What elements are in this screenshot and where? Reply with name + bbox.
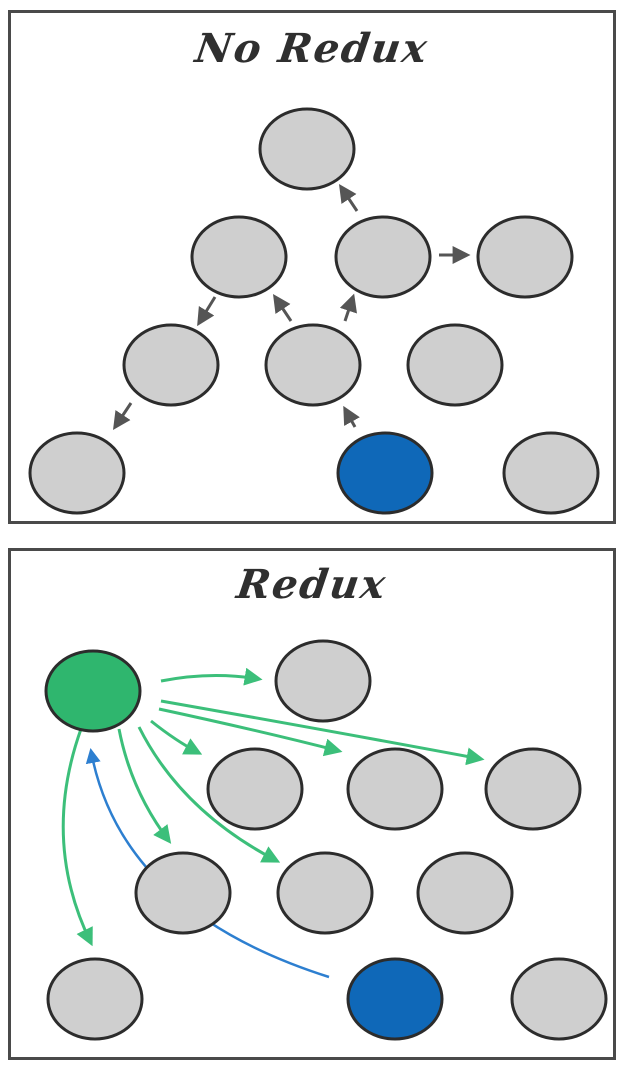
arrow-n6-n2	[273, 294, 293, 322]
arrow-store-r6	[137, 726, 281, 863]
arrow-n2-n5	[197, 296, 217, 327]
arrow-n6-n3	[339, 293, 357, 322]
arrow-store-r8	[61, 728, 93, 947]
node-n8	[28, 431, 126, 515]
no-redux-panel: No Redux	[8, 10, 616, 524]
arrow-store-r5	[117, 728, 172, 844]
arrow-n3-n1	[339, 184, 359, 212]
node-n9-source	[336, 431, 434, 515]
no-redux-arrows	[113, 184, 471, 430]
node-r7	[416, 851, 514, 935]
node-r9-source	[346, 957, 444, 1041]
node-r4	[484, 747, 582, 831]
node-r1	[274, 639, 372, 723]
redux-panel: Redux	[8, 548, 616, 1060]
node-n5	[122, 323, 220, 407]
node-r6	[276, 851, 374, 935]
node-n1	[258, 107, 356, 191]
node-n10	[502, 431, 600, 515]
node-r8	[46, 957, 144, 1041]
no-redux-diagram	[28, 107, 600, 515]
node-r2	[206, 747, 304, 831]
node-r5	[134, 851, 232, 935]
node-store	[44, 649, 142, 733]
node-n2	[190, 215, 288, 299]
no-redux-nodes	[28, 107, 600, 515]
node-n3	[334, 215, 432, 299]
node-r3	[346, 747, 444, 831]
arrow-store-r1	[160, 667, 263, 686]
redux-nodes	[44, 639, 608, 1041]
arrow-n9-n6	[343, 405, 360, 428]
arrow-n5-n8	[113, 402, 133, 430]
arrow-store-r2	[150, 719, 203, 755]
node-n4	[476, 215, 574, 299]
arrow-store-r4	[160, 699, 485, 766]
node-n7	[406, 323, 504, 407]
arrow-store-r3	[158, 707, 343, 757]
node-n6	[264, 323, 362, 407]
redux-arrows	[61, 667, 485, 979]
node-r10	[510, 957, 608, 1041]
redux-diagram	[44, 639, 608, 1041]
